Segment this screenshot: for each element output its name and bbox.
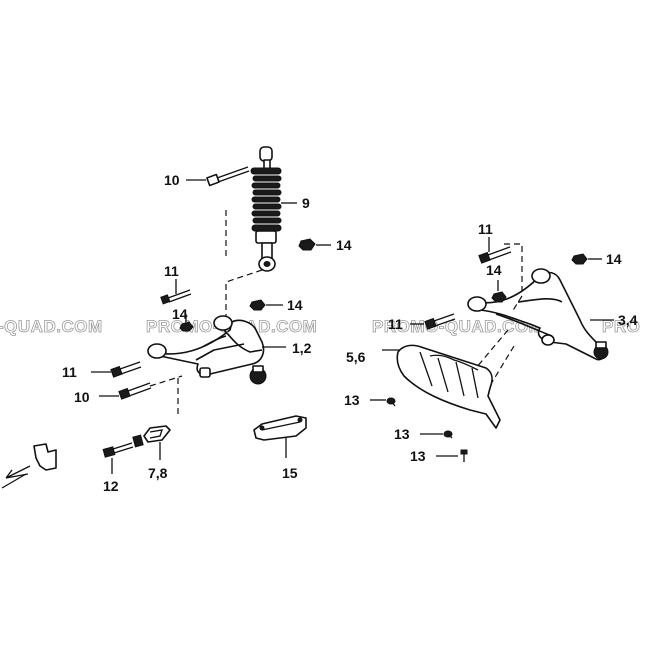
callout-3-4: 3,4 bbox=[618, 312, 638, 328]
callout-10-shock: 10 bbox=[164, 172, 180, 188]
callout-11-left: 11 bbox=[164, 263, 179, 279]
bolt-11-right-mid bbox=[424, 313, 456, 330]
bolt-10-shock bbox=[206, 166, 250, 187]
bolt-11-left bbox=[160, 289, 192, 305]
front-direction-arrow-icon bbox=[1, 443, 57, 489]
screw-13-b bbox=[443, 430, 453, 439]
callout-14-right-small: 14 bbox=[486, 262, 502, 278]
callout-5-6: 5,6 bbox=[346, 349, 366, 365]
callout-11-right-mid: 11 bbox=[388, 316, 403, 332]
screw-13-c bbox=[460, 449, 468, 462]
clip-7-8 bbox=[132, 425, 171, 448]
skid-guard-5-6 bbox=[396, 344, 501, 429]
callout-13-c: 13 bbox=[410, 448, 426, 464]
shock-absorber bbox=[250, 146, 282, 272]
callout-7-8: 7,8 bbox=[148, 465, 168, 481]
nut-14-left-top bbox=[249, 299, 266, 311]
nut-14-right-small bbox=[491, 291, 507, 303]
screw-13-a bbox=[386, 397, 396, 407]
bolt-11-left-low bbox=[110, 361, 142, 378]
callout-10-left-low: 10 bbox=[74, 389, 90, 405]
nut-14-shock bbox=[298, 238, 316, 251]
callout-1-2: 1,2 bbox=[292, 340, 312, 356]
bolt-10-left-low bbox=[118, 382, 152, 400]
nut-14-right-top bbox=[571, 253, 588, 265]
callout-15: 15 bbox=[282, 465, 298, 481]
callout-14-left-top: 14 bbox=[287, 297, 303, 313]
watermark-segment: PROMO-QUAD.COM bbox=[372, 317, 543, 336]
callout-13-a: 13 bbox=[344, 392, 360, 408]
bolt-12 bbox=[102, 442, 134, 458]
callout-12: 12 bbox=[103, 478, 119, 494]
bolt-11-right bbox=[478, 246, 512, 264]
callout-14-left-small: 14 bbox=[172, 306, 188, 322]
callout-9: 9 bbox=[302, 195, 310, 211]
nut-14-left-small bbox=[179, 321, 194, 332]
bracket-15 bbox=[253, 415, 307, 441]
callout-14-shock: 14 bbox=[336, 237, 352, 253]
callout-11-right: 11 bbox=[478, 221, 493, 237]
callout-11-left-low: 11 bbox=[62, 364, 77, 380]
callout-13-b: 13 bbox=[394, 426, 410, 442]
watermark-segment: PRO bbox=[602, 317, 640, 336]
lower-a-arm-left bbox=[147, 315, 267, 385]
watermark-segment: -QUAD.COM bbox=[0, 317, 103, 336]
lower-a-arm-right bbox=[467, 268, 609, 361]
callout-14-right-top: 14 bbox=[606, 251, 622, 267]
